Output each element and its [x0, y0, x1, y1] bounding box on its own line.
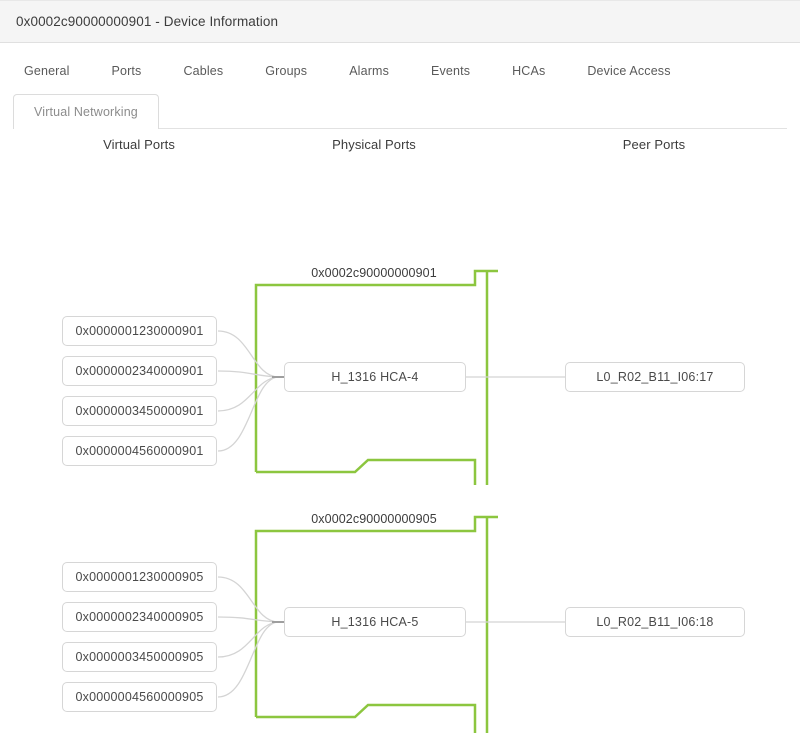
virtual-port-node[interactable]: 0x0000001230000901: [62, 316, 217, 346]
virtual-port-node[interactable]: 0x0000002340000901: [62, 356, 217, 386]
column-header-virtual-ports: Virtual Ports: [103, 137, 175, 152]
tab-virtual-networking[interactable]: Virtual Networking: [13, 94, 159, 129]
virtual-port-node[interactable]: 0x0000003450000905: [62, 642, 217, 672]
group-container-2: [254, 515, 498, 733]
connectors-group-2: [217, 576, 284, 698]
group-label-1: 0x0002c90000000901: [311, 266, 437, 280]
page-title: 0x0002c90000000901 - Device Information: [16, 14, 279, 29]
peer-port-node[interactable]: L0_R02_B11_I06:17: [565, 362, 745, 392]
physical-port-node[interactable]: H_1316 HCA-4: [284, 362, 466, 392]
tab-general[interactable]: General: [24, 64, 70, 78]
tab-device-access[interactable]: Device Access: [587, 64, 671, 78]
subtab-underline: [13, 128, 787, 129]
subtab-row: Virtual Networking: [0, 94, 800, 129]
tab-groups[interactable]: Groups: [265, 64, 308, 78]
virtual-port-node[interactable]: 0x0000004560000905: [62, 682, 217, 712]
tab-ports[interactable]: Ports: [111, 64, 142, 78]
group-container-1: [254, 269, 498, 485]
virtual-port-node[interactable]: 0x0000004560000901: [62, 436, 217, 466]
tab-alarms[interactable]: Alarms: [349, 64, 389, 78]
column-header-peer-ports: Peer Ports: [622, 137, 686, 152]
tab-row: General Ports Cables Groups Alarms Event…: [0, 56, 800, 86]
tab-cables[interactable]: Cables: [183, 64, 224, 78]
tab-bar: General Ports Cables Groups Alarms Event…: [0, 43, 800, 129]
column-header-physical-ports: Physical Ports: [332, 137, 416, 152]
column-headers: Virtual Ports Physical Ports Peer Ports: [0, 129, 800, 163]
virtual-port-node[interactable]: 0x0000002340000905: [62, 602, 217, 632]
tab-hcas[interactable]: HCAs: [512, 64, 546, 78]
physical-port-node[interactable]: H_1316 HCA-5: [284, 607, 466, 637]
virtual-networking-diagram: 0x0002c90000000901 0x0000001230000901 0x…: [0, 186, 800, 733]
peer-port-node[interactable]: L0_R02_B11_I06:18: [565, 607, 745, 637]
virtual-port-node[interactable]: 0x0000003450000901: [62, 396, 217, 426]
connectors-group-1: [217, 330, 284, 452]
diagram-edges: [217, 269, 565, 733]
group-label-2: 0x0002c90000000905: [311, 512, 437, 526]
window-titlebar: 0x0002c90000000901 - Device Information: [0, 0, 800, 43]
tab-events[interactable]: Events: [430, 64, 471, 78]
virtual-port-node[interactable]: 0x0000001230000905: [62, 562, 217, 592]
